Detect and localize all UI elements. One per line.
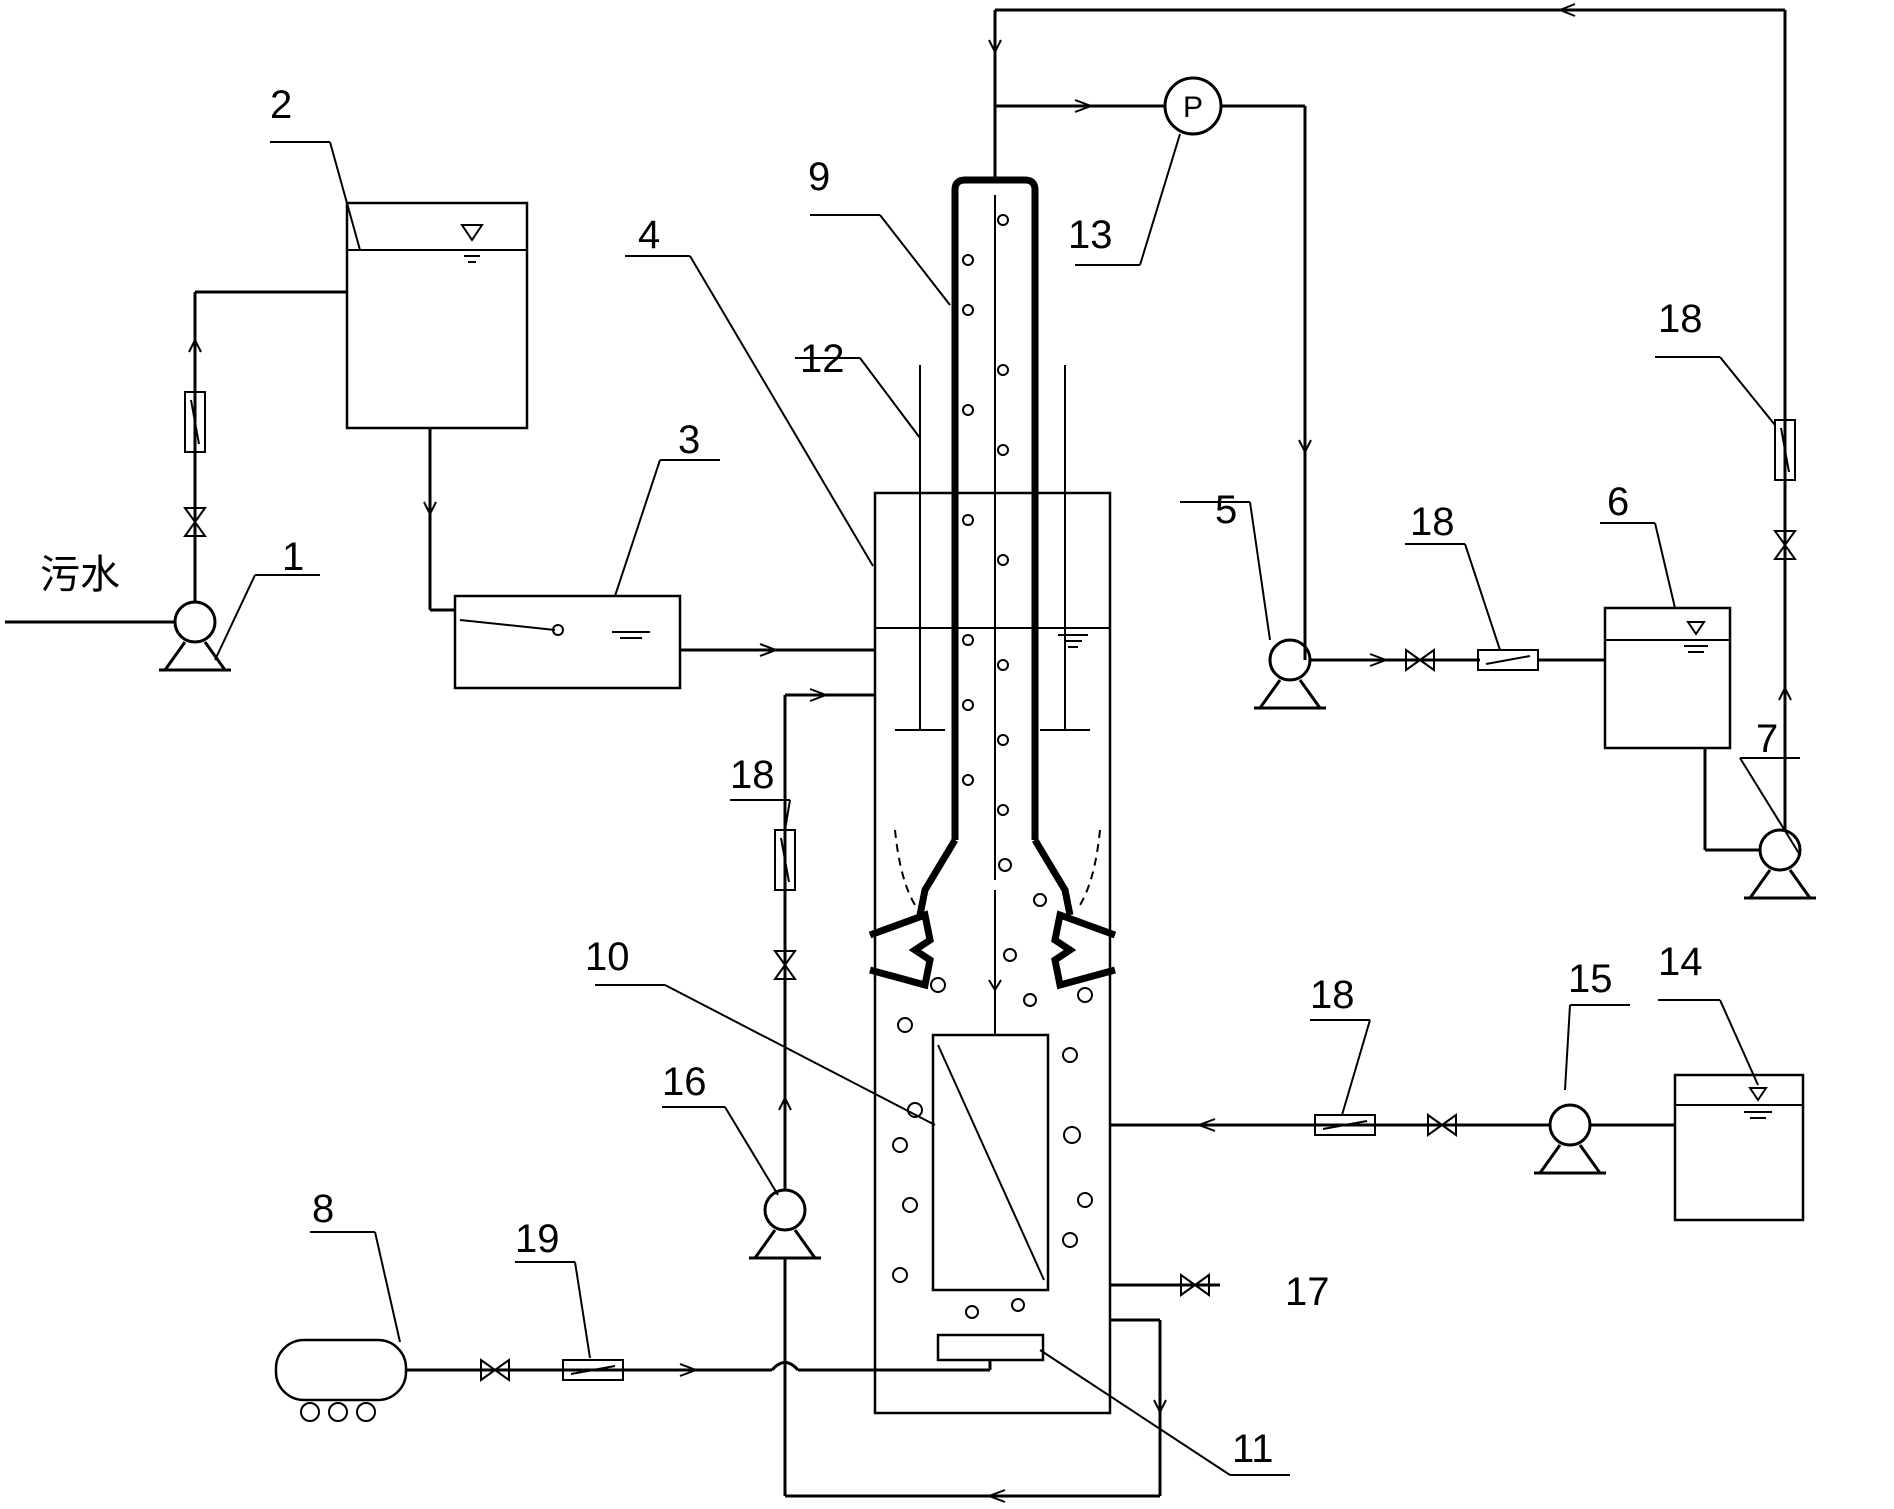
label-18-backwash: 18 [1658,297,1703,341]
label-18-permeate: 18 [1410,500,1455,544]
recirculation-pump-icon [747,1188,823,1260]
backwash-pump-icon [1742,828,1818,900]
label-18-recirculation: 18 [730,753,775,797]
riser-tube-9 [916,100,1074,916]
label-14: 14 [1658,940,1703,984]
air-line [274,1338,992,1422]
tank-2 [345,201,529,612]
bubbles [892,214,1093,1319]
label-15: 15 [1568,957,1613,1001]
dosing-pump-icon [1532,1103,1608,1175]
discharge-line [1110,1274,1220,1296]
label-8: 8 [312,1187,334,1231]
aeration-diffuser-11 [936,1333,1045,1362]
label-10: 10 [585,935,630,979]
label-13: 13 [1068,213,1113,257]
recirculation-line [747,688,1167,1503]
label-7: 7 [1756,717,1778,761]
label-5: 5 [1215,488,1237,532]
label-12: 12 [800,337,845,381]
label-4: 4 [638,213,660,257]
feed-pump-icon [157,600,233,672]
backwash-line [1742,10,1818,900]
feed-line [5,290,347,672]
label-19: 19 [515,1217,560,1261]
label-16: 16 [662,1060,707,1104]
label-17: 17 [1285,1270,1330,1314]
permeate-flowmeter-icon [1477,649,1539,671]
tank-14 [1673,1073,1805,1222]
dosing-line [1110,1103,1675,1175]
membrane-module-10 [931,1033,1050,1292]
label-18-dosing: 18 [1310,973,1355,1017]
suction-line: P [988,3,1785,710]
tank-3 [453,594,875,690]
label-11: 11 [1232,1427,1274,1471]
label-1: 1 [282,535,304,579]
label-2: 2 [270,83,292,127]
leader-lines [214,133,1801,1476]
tank-6 [1603,606,1760,852]
label-6: 6 [1607,480,1629,524]
permeate-pump-icon [1252,638,1328,710]
label-9: 9 [808,155,830,199]
feed-label: 污水 [40,552,120,598]
pressure-gauge-symbol: P [1183,91,1203,124]
label-3: 3 [678,418,700,462]
